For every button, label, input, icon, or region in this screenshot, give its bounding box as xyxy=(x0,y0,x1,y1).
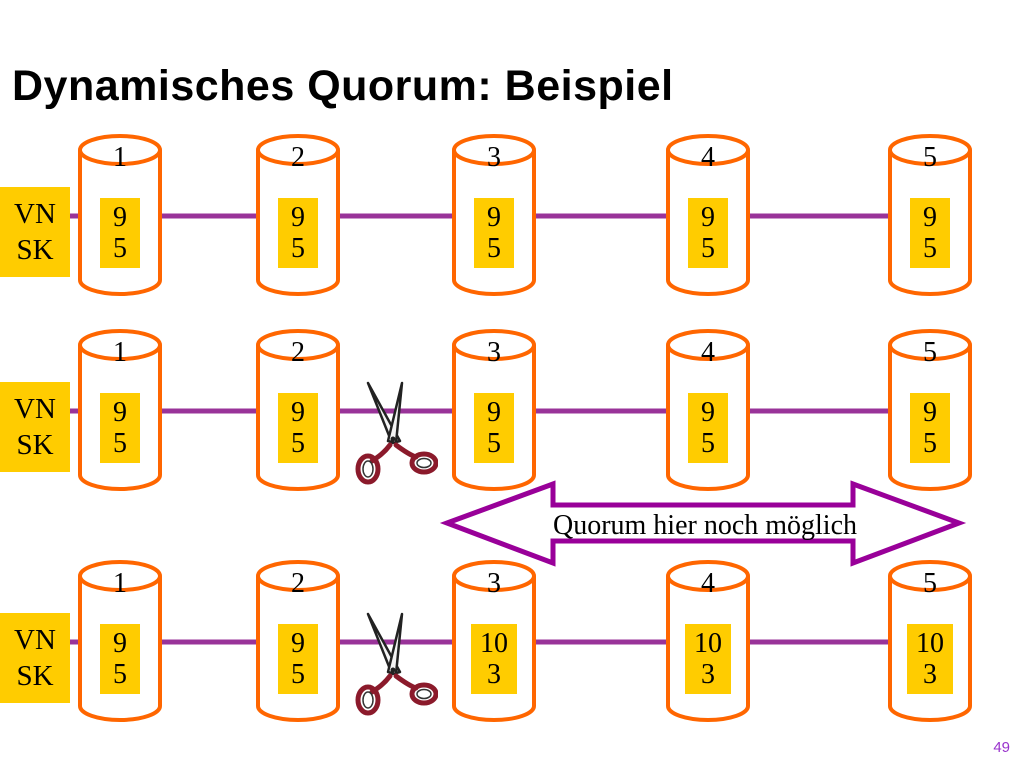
node-number: 2 xyxy=(291,142,305,173)
node-number: 3 xyxy=(487,142,501,173)
vn-value: 9 xyxy=(701,397,715,428)
scissors-icon xyxy=(354,381,439,490)
cylinder-rim xyxy=(452,344,536,361)
cylinder-rim xyxy=(256,575,340,592)
sk-value: 5 xyxy=(923,428,937,459)
sk-value: 5 xyxy=(113,428,127,459)
vn-value: 9 xyxy=(487,202,501,233)
node-number: 5 xyxy=(923,568,937,599)
cylinder-rim xyxy=(452,149,536,166)
vn-value: 9 xyxy=(487,397,501,428)
node-number: 1 xyxy=(113,337,127,368)
vn-value: 10 xyxy=(480,628,508,659)
cylinders xyxy=(78,134,972,722)
sk-value: 5 xyxy=(291,428,305,459)
page-number: 49 xyxy=(993,739,1010,756)
sk-label: SK xyxy=(16,234,54,266)
cylinder-rim xyxy=(888,344,972,361)
cylinder-rim xyxy=(888,149,972,166)
cylinder-rim xyxy=(666,575,750,592)
slide-title: Dynamisches Quorum: Beispiel xyxy=(12,62,674,110)
vn-value: 9 xyxy=(113,628,127,659)
sk-label: SK xyxy=(16,660,54,692)
sk-value: 5 xyxy=(701,233,715,264)
cylinder-rim xyxy=(78,344,162,361)
sk-value: 5 xyxy=(291,659,305,690)
cylinder-rim xyxy=(78,149,162,166)
node-number: 1 xyxy=(113,568,127,599)
node-number: 5 xyxy=(923,337,937,368)
cylinder-rim xyxy=(666,344,750,361)
node-number: 5 xyxy=(923,142,937,173)
sk-value: 5 xyxy=(487,233,501,264)
sk-label: SK xyxy=(16,429,54,461)
sk-value: 3 xyxy=(701,659,715,690)
quorum-arrow-label: Quorum hier noch möglich xyxy=(552,510,858,541)
vn-value: 10 xyxy=(694,628,722,659)
sk-value: 5 xyxy=(113,233,127,264)
vn-value: 9 xyxy=(291,628,305,659)
node-number: 1 xyxy=(113,142,127,173)
row-label-vn-sk: VN SK xyxy=(0,382,70,472)
sk-value: 5 xyxy=(487,428,501,459)
node-number: 2 xyxy=(291,568,305,599)
vn-value: 9 xyxy=(291,397,305,428)
vn-value: 9 xyxy=(923,202,937,233)
node-number: 2 xyxy=(291,337,305,368)
vn-label: VN xyxy=(14,393,56,425)
vn-value: 9 xyxy=(113,202,127,233)
vn-value: 9 xyxy=(113,397,127,428)
quorum-double-arrow xyxy=(439,480,967,567)
cylinder-rim xyxy=(888,575,972,592)
sk-value: 3 xyxy=(487,659,501,690)
node-number: 4 xyxy=(701,337,715,368)
node-number: 3 xyxy=(487,337,501,368)
sk-value: 5 xyxy=(291,233,305,264)
vn-value: 9 xyxy=(701,202,715,233)
row-label-vn-sk: VN SK xyxy=(0,613,70,703)
cylinder-rim xyxy=(78,575,162,592)
vn-value: 9 xyxy=(291,202,305,233)
sk-value: 3 xyxy=(923,659,937,690)
cylinder-rim xyxy=(452,575,536,592)
vn-value: 10 xyxy=(916,628,944,659)
row-label-vn-sk: VN SK xyxy=(0,187,70,277)
node-number: 4 xyxy=(701,142,715,173)
node-number: 3 xyxy=(487,568,501,599)
scissors-icon xyxy=(354,612,439,721)
sk-value: 5 xyxy=(923,233,937,264)
vn-label: VN xyxy=(14,198,56,230)
vn-label: VN xyxy=(14,624,56,656)
sk-value: 5 xyxy=(113,659,127,690)
cylinder-rim xyxy=(666,149,750,166)
vn-value: 9 xyxy=(923,397,937,428)
sk-value: 5 xyxy=(701,428,715,459)
node-number: 4 xyxy=(701,568,715,599)
cylinder-rim xyxy=(256,344,340,361)
cylinder-rim xyxy=(256,149,340,166)
